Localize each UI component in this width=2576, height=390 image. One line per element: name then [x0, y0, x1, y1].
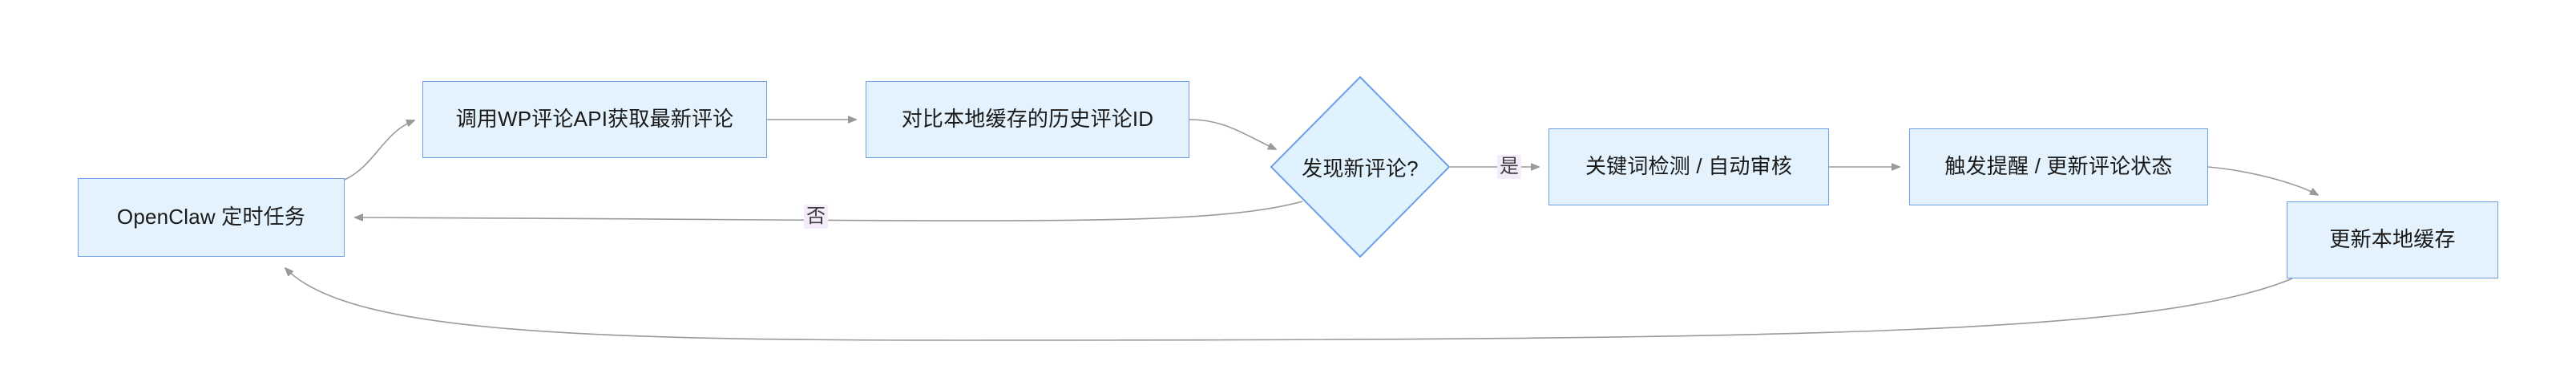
node-label: OpenClaw 定时任务 — [116, 205, 306, 230]
node-trigger-alert-update-status[interactable]: 触发提醒 / 更新评论状态 — [1909, 128, 2208, 205]
edge-n1-n2 — [344, 120, 414, 181]
node-call-wp-comment-api[interactable]: 调用WP评论API获取最新评论 — [422, 81, 767, 158]
node-openclaw-scheduled-task[interactable]: OpenClaw 定时任务 — [78, 178, 345, 257]
node-label: 触发提醒 / 更新评论状态 — [1944, 154, 2173, 179]
edge-n7-n1 — [285, 268, 2293, 341]
node-update-local-cache[interactable]: 更新本地缓存 — [2287, 201, 2498, 278]
edge-n3-n4 — [1189, 119, 1276, 150]
edge-n6-n7 — [2207, 166, 2318, 195]
node-label: 更新本地缓存 — [2329, 227, 2456, 252]
node-label: 对比本地缓存的历史评论ID — [901, 107, 1154, 132]
node-label: 发现新评论? — [1302, 156, 1419, 181]
diamond-shape — [1270, 76, 1450, 258]
node-label: 调用WP评论API获取最新评论 — [455, 107, 734, 132]
edge-label-no: 否 — [804, 205, 828, 229]
edge-n4-n1-no — [355, 201, 1303, 221]
node-decision-new-comments[interactable]: 发现新评论? — [1270, 76, 1450, 258]
node-label: 关键词检测 / 自动审核 — [1585, 154, 1793, 179]
edge-label-yes: 是 — [1497, 155, 1521, 179]
node-keyword-detection-auto-review[interactable]: 关键词检测 / 自动审核 — [1548, 128, 1829, 205]
node-compare-cached-comment-ids[interactable]: 对比本地缓存的历史评论ID — [866, 81, 1189, 158]
